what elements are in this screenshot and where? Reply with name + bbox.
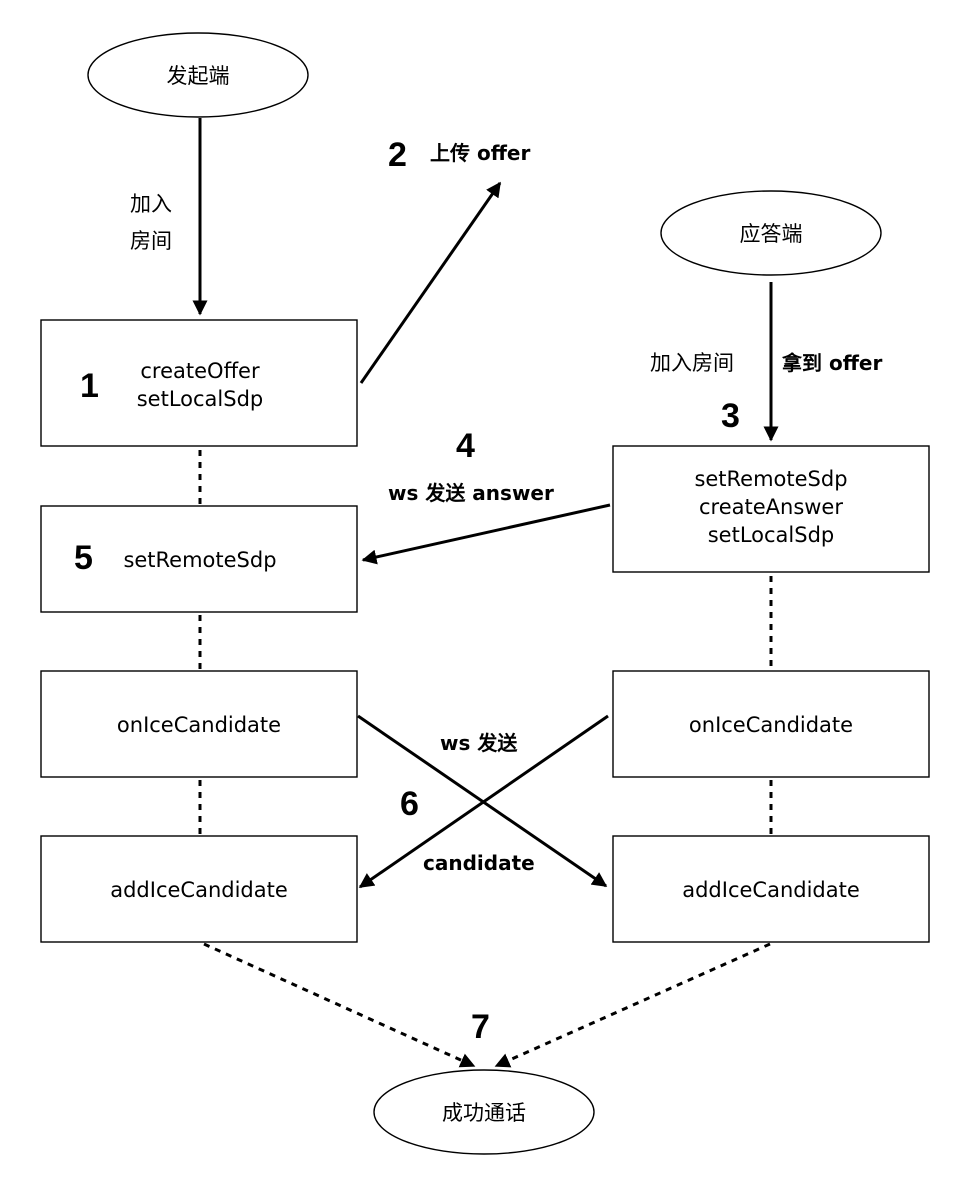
- ws-answer-arrow: [361, 503, 611, 565]
- dashed-arrow-to-success-right: [494, 942, 771, 1068]
- create-offer-line2: setLocalSdp: [137, 387, 264, 411]
- answer-line1: setRemoteSdp: [694, 467, 847, 491]
- initiator-label: 发起端: [167, 64, 230, 88]
- success-label: 成功通话: [442, 1101, 526, 1125]
- answer-box: [612, 445, 930, 573]
- ice-left-box: [40, 670, 358, 778]
- candidate-arrow-left-to-right: [357, 714, 608, 888]
- step-3: 3: [721, 397, 740, 435]
- set-remote-box: [40, 505, 358, 613]
- candidate-arrow-right-to-left: [358, 714, 609, 889]
- add-left-label: addIceCandidate: [110, 878, 288, 902]
- dashed-arrow-to-success-left: [203, 942, 476, 1068]
- candidate-label: candidate: [423, 851, 535, 875]
- success-node: [373, 1069, 595, 1155]
- ice-left-label: onIceCandidate: [117, 713, 281, 737]
- ice-right-label: onIceCandidate: [689, 713, 853, 737]
- get-offer-label: 拿到 offer: [781, 351, 882, 375]
- step-1: 1: [80, 367, 99, 405]
- step-2: 2: [388, 136, 407, 174]
- join-room-left-line2: 房间: [130, 229, 172, 253]
- answer-line3: setLocalSdp: [708, 523, 835, 547]
- responder-node: [660, 190, 882, 276]
- create-offer-line1: createOffer: [140, 359, 260, 383]
- create-offer-box: [40, 319, 358, 447]
- add-right-box: [612, 835, 930, 943]
- add-right-label: addIceCandidate: [682, 878, 860, 902]
- add-left-box: [40, 835, 358, 943]
- answer-line2: createAnswer: [699, 495, 843, 519]
- join-room-right-label: 加入房间: [650, 351, 734, 375]
- step-6: 6: [400, 785, 419, 823]
- step-7: 7: [471, 1008, 490, 1046]
- upload-offer-arrow: [359, 181, 502, 384]
- ws-send-answer-label: ws 发送 answer: [388, 481, 554, 505]
- responder-label: 应答端: [740, 222, 803, 246]
- initiator-node: [87, 32, 309, 118]
- ws-send-label: ws 发送: [440, 731, 518, 755]
- step-4: 4: [456, 427, 475, 465]
- join-room-left-line1: 加入: [130, 192, 172, 216]
- step-5: 5: [74, 539, 93, 577]
- upload-offer-label: 上传 offer: [430, 141, 530, 165]
- set-remote-label: setRemoteSdp: [123, 548, 276, 572]
- ice-right-box: [612, 670, 930, 778]
